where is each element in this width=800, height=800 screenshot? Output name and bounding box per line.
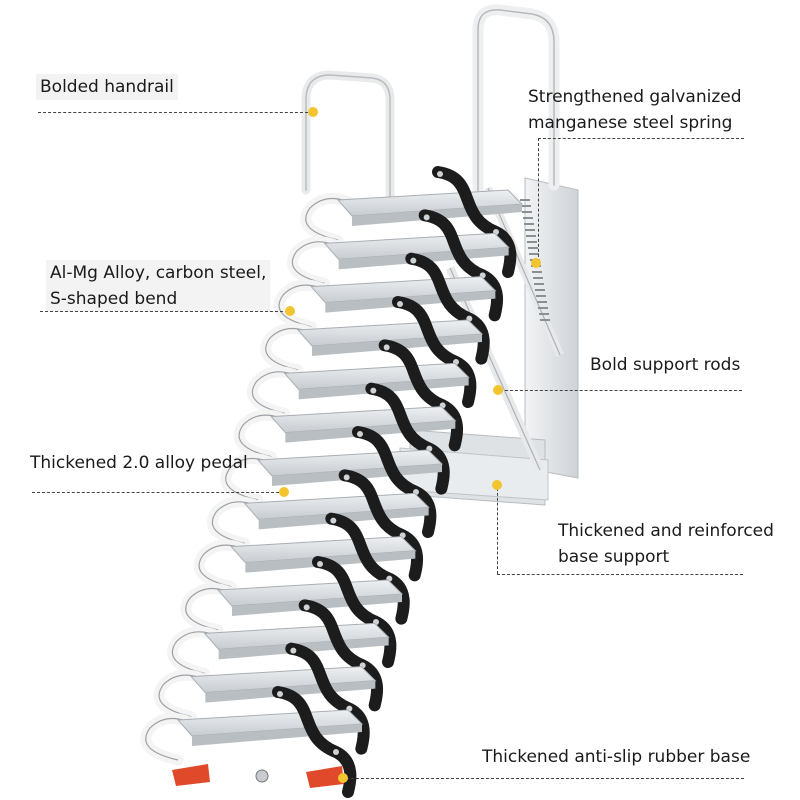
callout-alloy: Al-Mg Alloy, carbon steel, S-shaped bend (46, 260, 271, 312)
callout-pedal: Thickened 2.0 alloy pedal (30, 453, 248, 473)
ladder-step (233, 382, 457, 495)
leader-line-alloy (40, 311, 288, 312)
arm-bolt (317, 561, 323, 567)
ladder-steps (140, 166, 524, 798)
callout-dot-alloy (285, 306, 295, 316)
black-s-arm (285, 642, 370, 755)
leader-line-rubber-base (346, 778, 744, 779)
leader-line-base (497, 574, 743, 575)
ladder-step (140, 686, 364, 798)
callout-dot-support-rods (493, 385, 503, 395)
callout-support-rods: Bold support rods (590, 355, 741, 375)
ladder-step (220, 426, 444, 538)
rubber-feet (172, 764, 344, 788)
callout-base-support: Thickened and reinforced base support (558, 518, 774, 570)
arm-bolt (383, 344, 390, 351)
leader-line-support-rods (500, 390, 742, 391)
black-s-arm (338, 469, 424, 582)
callout-dot-base-support (492, 480, 502, 490)
black-s-arm (352, 426, 437, 538)
arm-bolt (333, 749, 339, 755)
callout-spring-line2: manganese steel spring (528, 113, 733, 133)
black-s-arm (432, 166, 517, 278)
black-s-arm (418, 209, 504, 322)
arm-bolt (290, 647, 297, 654)
arm-bolt (303, 604, 310, 611)
arm-bolt (343, 474, 350, 481)
leader-line-spring (538, 138, 744, 139)
callout-dot-spring (531, 258, 541, 268)
callout-dot-handrail (308, 107, 318, 117)
callout-dot-rubber-base (338, 773, 348, 783)
arm-bolt (423, 214, 430, 221)
callout-spring: Strengthened galvanized manganese steel … (528, 84, 742, 136)
pedal-edge (192, 724, 362, 746)
callout-rubber-base: Thickened anti-slip rubber base (482, 747, 751, 767)
leader-line-handrail (38, 112, 308, 113)
callout-base-line2: base support (558, 547, 670, 567)
leader-line-spring-vertical (538, 138, 539, 262)
black-s-arm (405, 252, 490, 365)
callout-spring-line1: Strengthened galvanized (528, 87, 742, 107)
black-s-arm (365, 382, 450, 495)
black-s-arm (312, 556, 397, 668)
arm-bolt (397, 301, 403, 307)
arm-bolt (357, 431, 363, 437)
arm-bolt (277, 691, 283, 697)
black-s-arm (298, 599, 384, 712)
black-s-arm (392, 296, 477, 408)
black-s-arm (325, 512, 410, 625)
callout-base-line1: Thickened and reinforced (558, 521, 774, 541)
callout-alloy-line1: Al-Mg Alloy, carbon steel, (50, 263, 267, 283)
leader-line-base-vertical (497, 488, 498, 574)
arm-bolt (437, 171, 443, 177)
handrails (301, 4, 560, 206)
leader-line-pedal (32, 492, 284, 493)
callout-handrail: Bolded handrail (36, 74, 178, 100)
callout-dot-pedal (279, 487, 289, 497)
ladder-step (180, 556, 404, 668)
arm-bolt (370, 387, 377, 394)
support-rods (445, 186, 564, 472)
black-s-arm (378, 339, 464, 452)
callout-alloy-line2: S-shaped bend (50, 289, 178, 309)
arm-bolt (330, 517, 337, 524)
arm-bolt (410, 257, 417, 264)
